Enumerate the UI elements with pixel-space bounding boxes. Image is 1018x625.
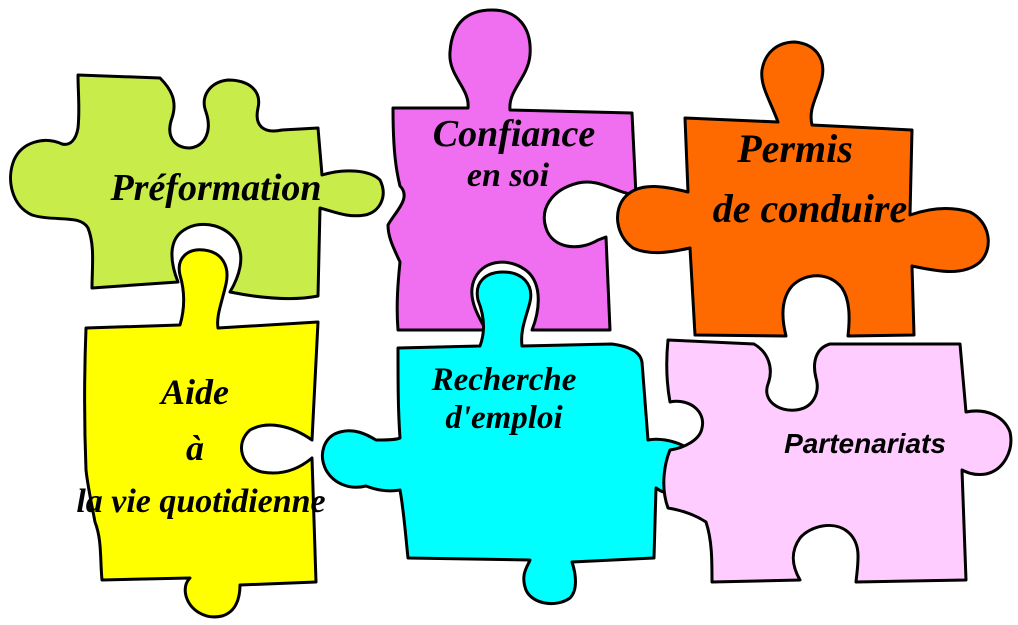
partenariats-label: Partenariats [784, 428, 946, 459]
piece-recherche-emploi: Recherche d'emploi [321, 270, 700, 606]
piece-aide-vie-quotidienne: Aide à la vie quotidienne [76, 248, 326, 619]
aide-line2: à [186, 428, 204, 468]
partenariats-shape [662, 338, 1013, 584]
permis-line2: de conduire [713, 186, 907, 231]
recherche-line1: Recherche [431, 362, 577, 398]
confiance-line2: en soi [467, 157, 550, 194]
recherche-line2: d'emploi [445, 400, 563, 436]
permis-shape [616, 40, 990, 338]
piece-permis-de-conduire: Permis de conduire [616, 40, 990, 338]
preformation-shape [9, 73, 385, 301]
piece-confiance-en-soi: Confiance en soi [386, 8, 638, 332]
aide-line3: la vie quotidienne [76, 483, 325, 520]
piece-preformation: Préformation [9, 73, 385, 301]
preformation-label: Préformation [109, 167, 321, 209]
aide-shape [83, 248, 320, 619]
recherche-shape [321, 270, 700, 606]
permis-line1: Permis [736, 126, 853, 171]
aide-line1: Aide [159, 372, 229, 412]
piece-partenariats: Partenariats [662, 338, 1013, 584]
confiance-shape [386, 8, 638, 332]
confiance-line1: Confiance [433, 113, 596, 155]
